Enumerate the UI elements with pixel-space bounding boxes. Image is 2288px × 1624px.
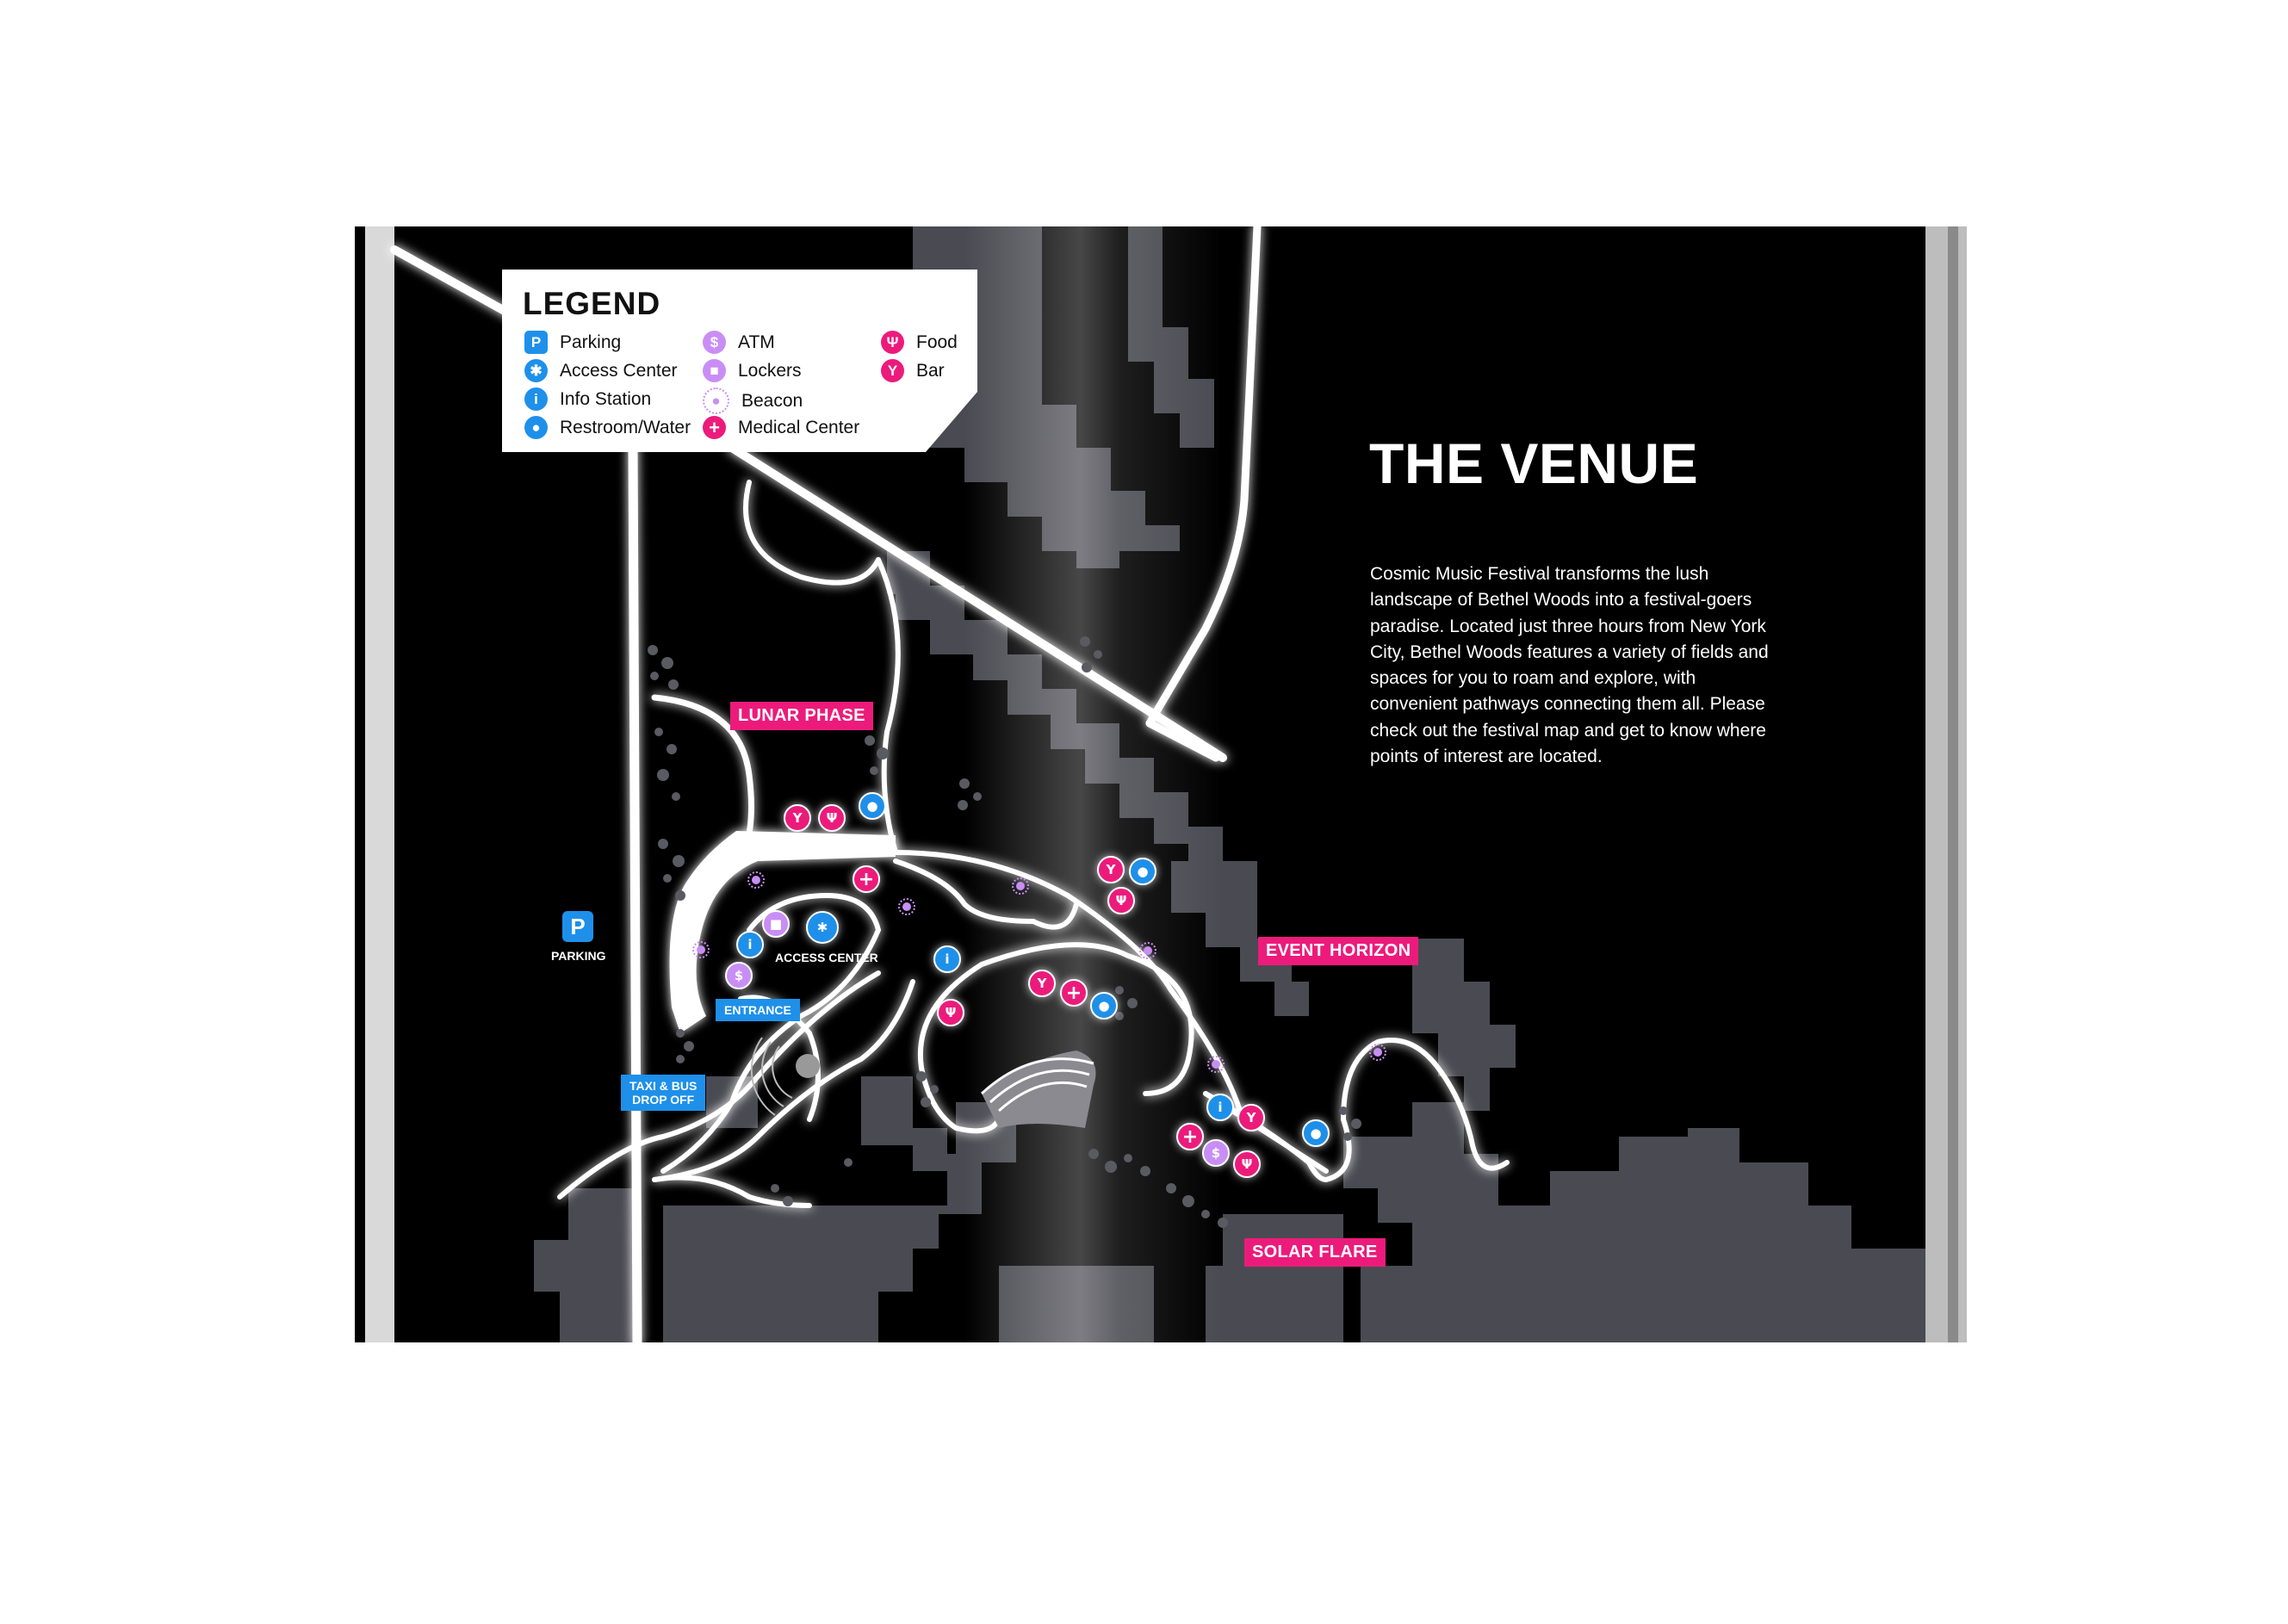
legend-item-info-station: i Info Station <box>524 387 651 411</box>
water-drop-icon: ● <box>1302 1119 1330 1147</box>
parking-icon: P <box>524 331 548 354</box>
right-page-edge <box>1925 226 1967 1342</box>
food-icon: Ψ <box>1233 1150 1261 1178</box>
taxi-line1: TAXI & BUS <box>629 1079 698 1093</box>
legend-label: Bar <box>916 360 945 381</box>
entrance-label: ENTRANCE <box>716 999 800 1021</box>
article-body: Cosmic Music Festival transforms the lus… <box>1370 564 1769 767</box>
legend-label: Parking <box>560 332 622 352</box>
access-center-label: ACCESS CENTER <box>775 951 878 964</box>
beacon-icon <box>692 941 710 958</box>
legend-label: Beacon <box>741 390 803 411</box>
cocktail-icon: Y <box>784 804 811 832</box>
info-icon: i <box>736 931 764 958</box>
zone-label-lunar-phase: LUNAR PHASE <box>730 702 873 730</box>
water-drop-icon: ● <box>859 792 886 820</box>
info-icon: i <box>933 945 961 973</box>
water-drop-icon: ● <box>524 416 548 439</box>
legend-item-parking: P Parking <box>524 331 621 354</box>
beacon-icon <box>898 898 915 915</box>
info-icon: i <box>1206 1094 1234 1121</box>
parking-icon: P <box>562 911 593 942</box>
legend-title: LEGEND <box>523 286 661 321</box>
cocktail-icon: Y <box>1237 1104 1265 1131</box>
atm-icon: $ <box>1202 1139 1230 1167</box>
legend-label: ATM <box>738 332 775 352</box>
cocktail-icon: Y <box>1028 970 1056 997</box>
entrance-plaza <box>669 831 896 1033</box>
round-stage <box>750 1037 820 1116</box>
cocktail-icon: Y <box>1097 856 1125 883</box>
spine-highlight <box>964 226 1223 1342</box>
legend-panel <box>502 270 977 452</box>
legend-label: Restroom/Water <box>560 417 691 437</box>
beacon-icon <box>747 871 765 889</box>
medical-cross-icon: + <box>853 865 880 893</box>
beacon-icon <box>1207 1056 1225 1073</box>
legend-item-access-center: ✱ Access Center <box>524 359 678 382</box>
beacon-icon: ● <box>703 387 729 414</box>
legend-item-atm: $ ATM <box>703 331 775 354</box>
legend-label: Lockers <box>738 360 802 381</box>
food-icon: Ψ <box>818 804 846 832</box>
cocktail-icon: Y <box>881 359 904 382</box>
legend-label: Food <box>916 332 958 352</box>
taxi-bus-dropoff-label: TAXI & BUS DROP OFF <box>621 1075 706 1111</box>
legend-item-restroom-water: ● Restroom/Water <box>524 416 691 439</box>
tree-clusters <box>648 636 1361 1228</box>
parking-label: PARKING <box>551 949 606 963</box>
medical-cross-icon: + <box>1060 979 1088 1007</box>
amphitheater <box>980 1051 1096 1128</box>
article-title: THE VENUE <box>1369 431 1699 495</box>
accessibility-icon: ✱ <box>806 911 839 944</box>
medical-cross-icon: + <box>703 416 726 439</box>
food-icon: Ψ <box>881 331 904 354</box>
accessibility-icon: ✱ <box>524 359 548 382</box>
info-icon: i <box>524 387 548 411</box>
medical-cross-icon: + <box>1176 1123 1204 1150</box>
water-drop-icon: ● <box>1129 858 1156 885</box>
taxi-line2: DROP OFF <box>632 1093 695 1106</box>
lock-icon: ■ <box>762 910 790 938</box>
legend-item-lockers: ■ Lockers <box>703 359 802 382</box>
atm-icon: $ <box>725 962 753 989</box>
atm-icon: $ <box>703 331 726 354</box>
legend-label: Access Center <box>560 360 678 381</box>
legend-label: Info Station <box>560 388 652 409</box>
zone-label-solar-flare: SOLAR FLARE <box>1244 1238 1386 1267</box>
legend-item-bar: Y Bar <box>881 359 945 382</box>
lock-icon: ■ <box>703 359 726 382</box>
beacon-icon <box>1369 1044 1386 1061</box>
legend-item-medical-center: + Medical Center <box>703 416 859 439</box>
zone-label-event-horizon: EVENT HORIZON <box>1258 937 1419 965</box>
beacon-icon <box>1012 877 1029 895</box>
food-icon: Ψ <box>937 999 964 1026</box>
water-drop-icon: ● <box>1090 992 1118 1020</box>
food-icon: Ψ <box>1107 887 1135 914</box>
legend-label: Medical Center <box>738 417 860 437</box>
legend-item-beacon: ● Beacon <box>703 387 803 414</box>
beacon-icon <box>1139 942 1156 959</box>
legend-item-food: Ψ Food <box>881 331 958 354</box>
